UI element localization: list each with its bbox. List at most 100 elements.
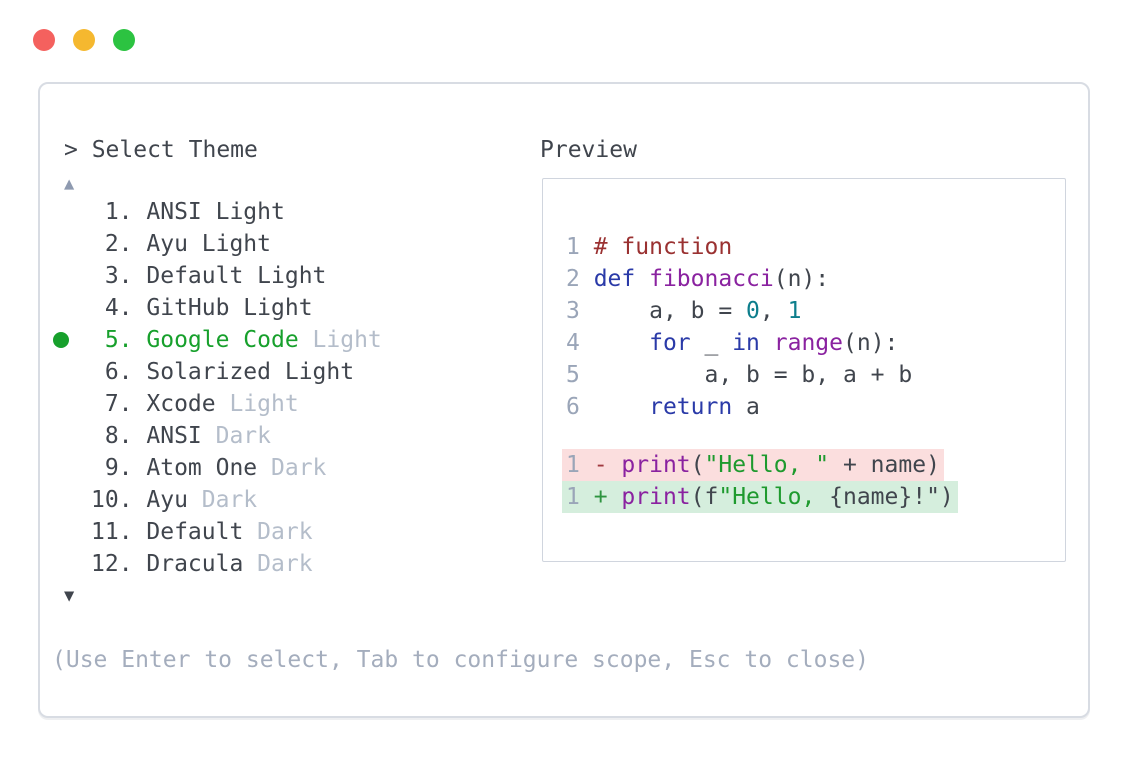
line-number: 4 [566, 330, 594, 356]
preview-title: Preview [540, 137, 637, 163]
theme-item-name: GitHub Light [146, 295, 313, 321]
code-token: fibonacci [649, 266, 774, 292]
code-line: 1 # function [566, 231, 1065, 263]
code-token: (f [690, 484, 719, 510]
keyboard-hint: (Use Enter to select, Tab to configure s… [52, 647, 869, 673]
theme-list-item[interactable]: 3. Default Light [40, 260, 510, 292]
selected-bullet-icon [53, 332, 69, 348]
theme-list-item[interactable]: 2. Ayu Light [40, 228, 510, 260]
code-token: "Hello, [718, 484, 830, 510]
diff-minus-sign: - [593, 452, 622, 478]
theme-item-name: Xcode [146, 391, 216, 417]
theme-list-item[interactable]: 7. Xcode Light [40, 388, 510, 420]
code-token: return [649, 394, 733, 420]
line-number: 1 [566, 452, 594, 478]
theme-list-item[interactable]: 5. Google Code Light [40, 324, 510, 356]
theme-item-variant: Light [229, 391, 299, 417]
code-token: a, b = [593, 298, 747, 324]
theme-item-variant: Dark [271, 455, 327, 481]
diff-plus-sign: + [593, 484, 622, 510]
code-token [760, 330, 774, 356]
theme-item-variant: Light [312, 327, 382, 353]
code-token: a, b = b, a + b [593, 362, 913, 388]
code-line: 2 def fibonacci(n): [566, 263, 1065, 295]
code-token: range [773, 330, 843, 356]
theme-item-number: 11. [91, 519, 133, 545]
theme-list-item[interactable]: 12. Dracula Dark [40, 548, 510, 580]
code-line: 5 a, b = b, a + b [566, 359, 1065, 391]
theme-item-number: 2. [104, 231, 133, 257]
theme-item-number: 7. [104, 391, 133, 417]
theme-item-variant: Dark [257, 551, 313, 577]
theme-list-item[interactable]: 11. Default Dark [40, 516, 510, 548]
theme-item-name: Default [146, 519, 244, 545]
theme-item-variant: Dark [215, 423, 271, 449]
scroll-up-icon[interactable]: ▲ [64, 174, 75, 194]
code-token: 1 [787, 298, 802, 324]
code-token: print [621, 484, 691, 510]
select-theme-title: > Select Theme [64, 137, 258, 163]
line-number: 2 [566, 266, 594, 292]
theme-item-name: ANSI Light [146, 199, 285, 225]
code-token: + name) [829, 452, 940, 478]
theme-item-name: ANSI [146, 423, 202, 449]
line-number: 6 [566, 394, 594, 420]
theme-item-number: 1. [104, 199, 133, 225]
theme-item-name: Dracula [146, 551, 244, 577]
theme-item-number: 10. [91, 487, 133, 513]
close-button[interactable] [33, 29, 55, 51]
theme-item-variant: Dark [201, 487, 258, 513]
line-number: 5 [566, 362, 594, 388]
theme-item-variant: Dark [257, 519, 313, 545]
code-token: "Hello, " [704, 452, 830, 478]
theme-list: 1. ANSI Light 2. Ayu Light 3. Default Light 4.… [40, 196, 510, 580]
code-token: print [621, 452, 691, 478]
theme-item-name: Ayu [146, 487, 188, 513]
theme-item-number: 12. [91, 551, 133, 577]
theme-list-item[interactable]: 1. ANSI Light [40, 196, 510, 228]
theme-item-name: Default Light [146, 263, 327, 289]
theme-list-item[interactable]: 9. Atom One Dark [40, 452, 510, 484]
theme-item-number: 6. [104, 359, 133, 385]
theme-item-name: Atom One [146, 455, 258, 481]
scroll-down-icon[interactable]: ▼ [64, 586, 75, 606]
theme-list-item[interactable]: 10. Ayu Dark [40, 484, 510, 516]
code-token [594, 330, 649, 356]
code-token: _ [690, 330, 733, 356]
code-line: 3 a, b = 0, 1 [566, 295, 1065, 327]
code-token [635, 266, 649, 292]
theme-picker-window: > Select Theme Preview ▲ 1. ANSI Light 2. A… [38, 82, 1090, 718]
theme-item-number: 4. [104, 295, 133, 321]
code-token: # function [593, 234, 733, 260]
code-line: 4 for _ in range(n): [566, 327, 1065, 359]
code-token: a [732, 394, 760, 420]
line-number: 1 [566, 484, 594, 510]
theme-item-number: 3. [104, 263, 133, 289]
theme-item-name: Solarized Light [146, 359, 355, 385]
code-token: {name}!") [829, 484, 954, 510]
code-line: 6 return a [566, 391, 1065, 423]
code-token: for [649, 330, 691, 356]
theme-item-number: 9. [104, 455, 133, 481]
code-token: , [759, 298, 788, 324]
code-token: (n): [773, 266, 830, 292]
code-token: (n): [843, 330, 899, 356]
line-number: 3 [566, 298, 594, 324]
theme-list-item[interactable]: 6. Solarized Light [40, 356, 510, 388]
diff-line-added: 1 + print(f"Hello, {name}!") [562, 481, 958, 513]
theme-item-number: 5. [104, 327, 133, 353]
minimize-button[interactable] [73, 29, 95, 51]
maximize-button[interactable] [113, 29, 135, 51]
code-token: ( [690, 452, 705, 478]
theme-item-name: Ayu Light [146, 231, 271, 257]
theme-item-number: 8. [104, 423, 133, 449]
theme-list-item[interactable]: 4. GitHub Light [40, 292, 510, 324]
code-token: 0 [746, 298, 760, 324]
code-token [594, 394, 649, 420]
code-token: def [593, 266, 636, 292]
diff-line-removed: 1 - print("Hello, " + name) [562, 449, 944, 481]
code-token: in [732, 330, 760, 356]
theme-item-name: Google Code [146, 327, 299, 353]
theme-list-item[interactable]: 8. ANSI Dark [40, 420, 510, 452]
